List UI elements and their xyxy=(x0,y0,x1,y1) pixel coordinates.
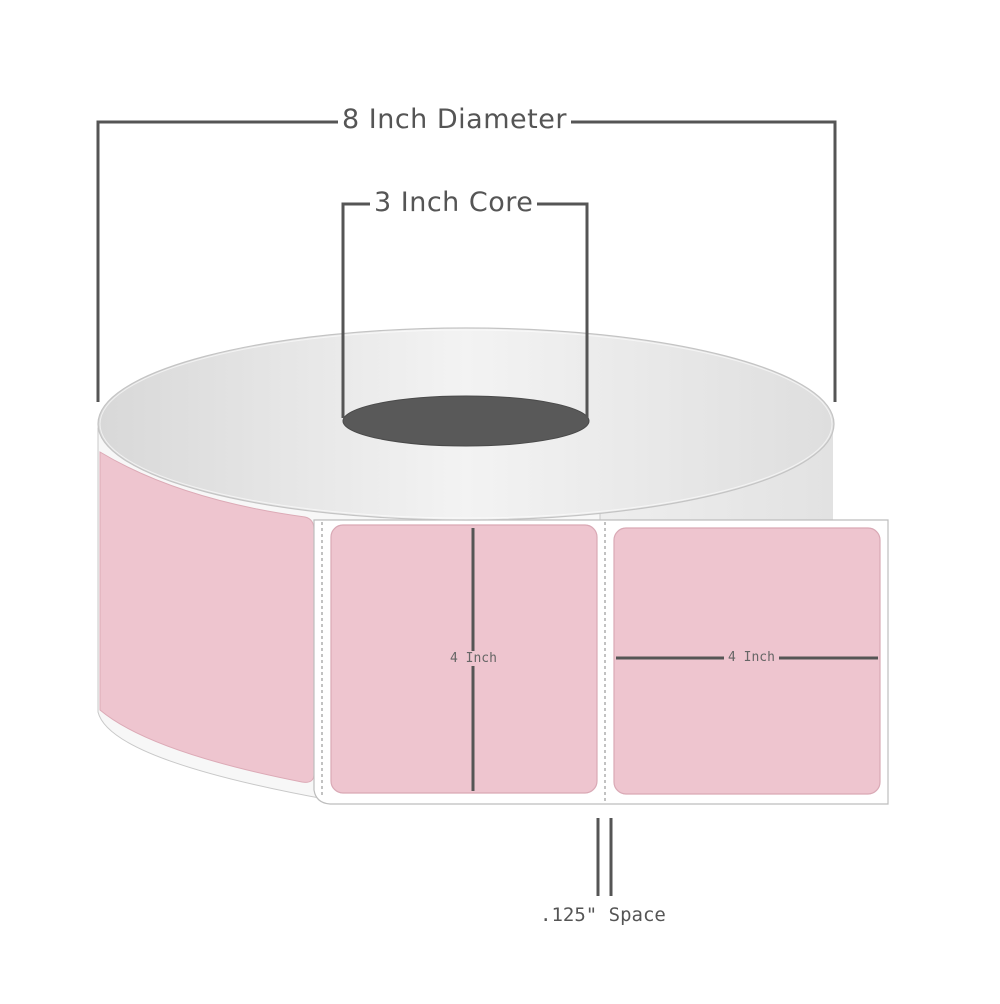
label-width-text: 4 Inch xyxy=(724,650,779,665)
core-label: 3 Inch Core xyxy=(370,189,538,216)
gap-label: .125" Space xyxy=(540,904,666,926)
label-height-text: 4 Inch xyxy=(446,651,501,666)
diameter-label: 8 Inch Diameter xyxy=(338,106,571,133)
core-hole xyxy=(342,395,590,447)
